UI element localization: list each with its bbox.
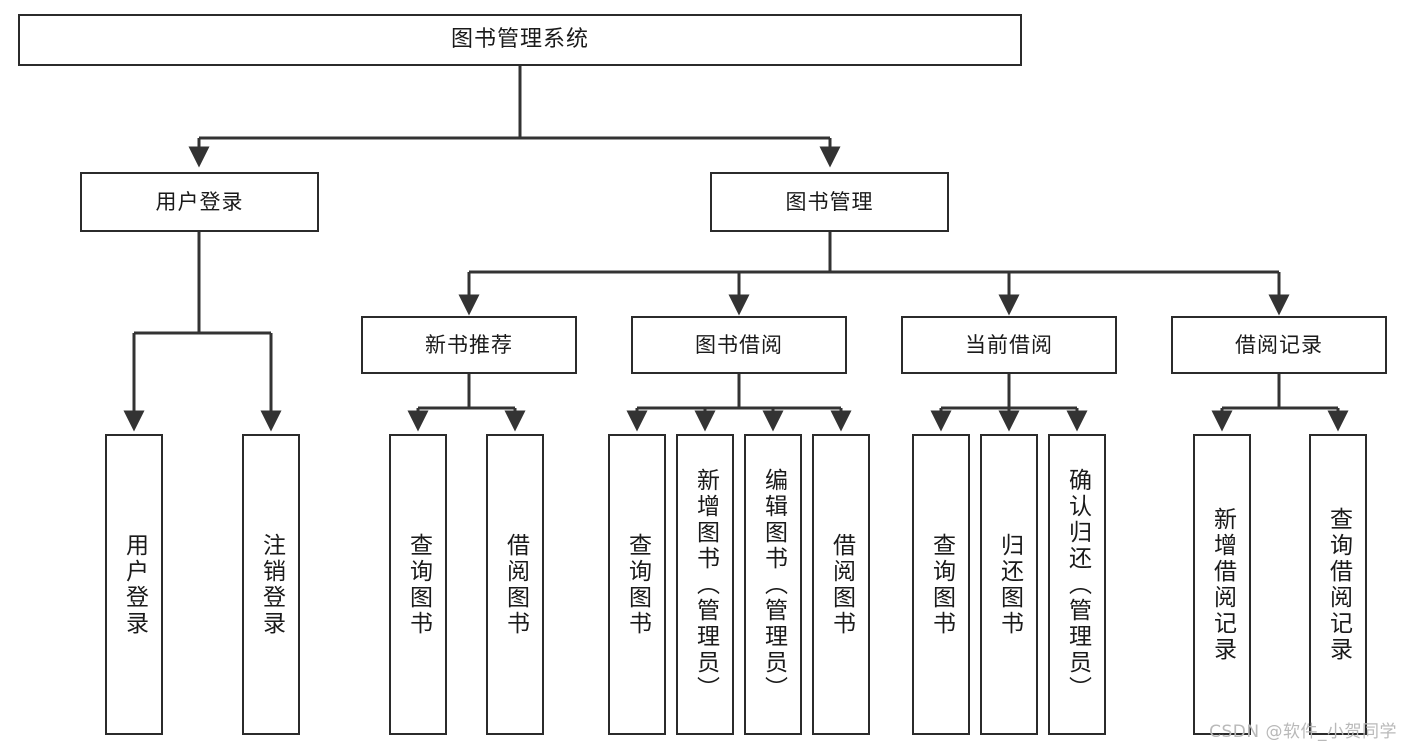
leaf-user-login-signin-label: 用户登录 <box>121 532 148 637</box>
leaf-current-confirm-return-label: 确认归还（管理员） <box>1064 467 1091 702</box>
leaf-borrow-add-book[interactable]: 新增图书（管理员） <box>676 434 734 735</box>
leaf-records-add[interactable]: 新增借阅记录 <box>1193 434 1251 735</box>
leaf-borrow-query-book[interactable]: 查询图书 <box>608 434 666 735</box>
node-book-management[interactable]: 图书管理 <box>710 172 949 232</box>
watermark-text: CSDN @软件_小贺同学 <box>1209 722 1397 742</box>
leaf-current-query-book[interactable]: 查询图书 <box>912 434 970 735</box>
leaf-borrow-query-book-label: 查询图书 <box>624 532 651 637</box>
leaf-user-login-signout-label: 注销登录 <box>258 532 285 637</box>
leaf-records-add-label: 新增借阅记录 <box>1209 506 1236 663</box>
leaf-user-login-signin[interactable]: 用户登录 <box>105 434 163 735</box>
leaf-new-book-borrow-label: 借阅图书 <box>502 532 529 637</box>
leaf-current-return-book-label: 归还图书 <box>996 532 1023 637</box>
node-new-book-recommend[interactable]: 新书推荐 <box>361 316 577 374</box>
leaf-current-return-book[interactable]: 归还图书 <box>980 434 1038 735</box>
node-root[interactable]: 图书管理系统 <box>18 14 1022 66</box>
node-borrow-records[interactable]: 借阅记录 <box>1171 316 1387 374</box>
leaf-borrow-borrow-book-label: 借阅图书 <box>828 532 855 637</box>
leaf-new-book-query-label: 查询图书 <box>405 532 432 637</box>
leaf-borrow-add-book-label: 新增图书（管理员） <box>692 467 719 702</box>
leaf-current-confirm-return[interactable]: 确认归还（管理员） <box>1048 434 1106 735</box>
node-new-book-recommend-label: 新书推荐 <box>425 332 513 357</box>
node-current-borrow-label: 当前借阅 <box>965 332 1053 357</box>
node-root-label: 图书管理系统 <box>450 27 589 53</box>
node-borrow-records-label: 借阅记录 <box>1235 332 1323 357</box>
leaf-new-book-borrow[interactable]: 借阅图书 <box>486 434 544 735</box>
leaf-records-query[interactable]: 查询借阅记录 <box>1309 434 1367 735</box>
leaf-borrow-edit-book-label: 编辑图书（管理员） <box>760 467 787 702</box>
leaf-records-query-label: 查询借阅记录 <box>1325 506 1352 663</box>
node-user-login[interactable]: 用户登录 <box>80 172 319 232</box>
leaf-borrow-edit-book[interactable]: 编辑图书（管理员） <box>744 434 802 735</box>
node-book-management-label: 图书管理 <box>785 189 874 214</box>
leaf-current-query-book-label: 查询图书 <box>928 532 955 637</box>
leaf-user-login-signout[interactable]: 注销登录 <box>242 434 300 735</box>
leaf-borrow-borrow-book[interactable]: 借阅图书 <box>812 434 870 735</box>
node-book-borrow-label: 图书借阅 <box>695 332 783 357</box>
leaf-new-book-query[interactable]: 查询图书 <box>389 434 447 735</box>
node-user-login-label: 用户登录 <box>155 189 244 214</box>
node-current-borrow[interactable]: 当前借阅 <box>901 316 1117 374</box>
node-book-borrow[interactable]: 图书借阅 <box>631 316 847 374</box>
